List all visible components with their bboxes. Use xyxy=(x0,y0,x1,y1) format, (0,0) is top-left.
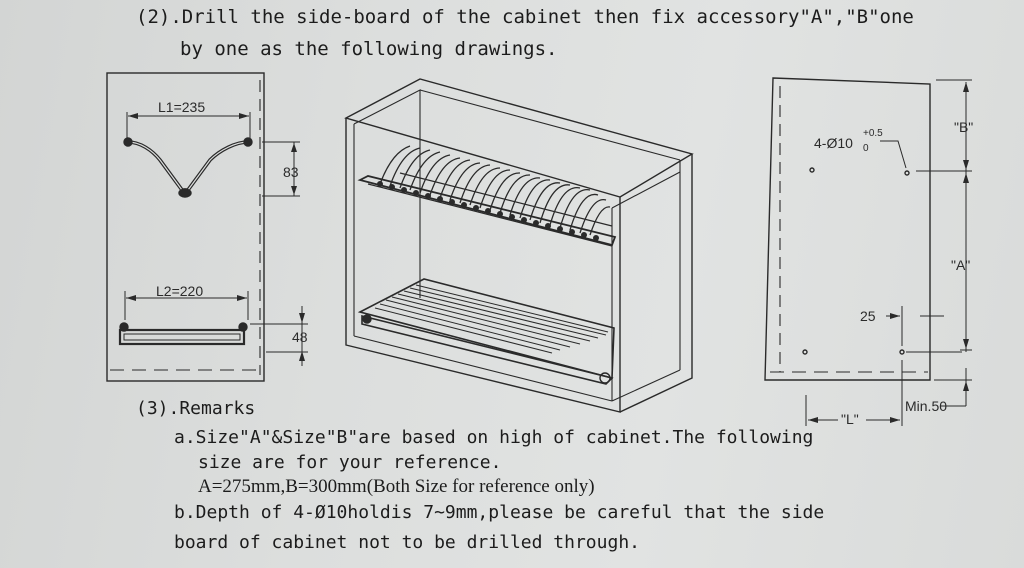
step2-instruction-line1: (2).Drill the side-board of the cabinet … xyxy=(136,6,914,28)
hole-tolerance-lower: 0 xyxy=(863,143,869,154)
accessory-a-bracket xyxy=(123,137,253,198)
remark-b-line2: board of cabinet not to be drilled throu… xyxy=(174,532,640,553)
remark-a-line3: A=275mm,B=300mm(Both Size for reference … xyxy=(198,476,595,497)
cabinet-front-edge xyxy=(345,118,621,413)
drilling-board-outline xyxy=(764,77,931,381)
drill-hole-upper-left xyxy=(809,167,815,173)
upper-dish-rack xyxy=(357,145,617,247)
l2-dimension-label: L2=220 xyxy=(156,283,203,299)
cabinet-isometric-drawing xyxy=(344,78,694,413)
drill-hole-lower-right xyxy=(899,349,905,355)
dimension-48-label: 48 xyxy=(292,329,308,345)
dimension-25-label: 25 xyxy=(860,308,876,324)
drilling-layout-drawing xyxy=(764,77,972,426)
drill-hole-lower-left xyxy=(802,349,808,355)
size-b-label: "B" xyxy=(954,119,973,135)
hole-tolerance-upper: +0.5 xyxy=(863,128,883,139)
hole-spec-label: 4-Ø10 xyxy=(814,135,853,151)
remarks-heading: (3).Remarks xyxy=(136,398,256,419)
min-50-label: Min.50 xyxy=(905,398,947,414)
remark-a-line1: a.Size"A"&Size"B"are based on high of ca… xyxy=(174,427,814,448)
side-board-outline xyxy=(106,72,265,382)
side-board-drawing xyxy=(106,72,308,382)
remark-a-line2: size are for your reference. xyxy=(198,452,502,473)
accessory-b-tray xyxy=(118,322,248,346)
hole-spec-text: 4-Ø10 xyxy=(814,135,853,151)
size-a-label: "A" xyxy=(951,257,970,273)
l1-dimension-label: L1=235 xyxy=(158,99,205,115)
length-l-label: "L" xyxy=(841,411,859,427)
dimension-83-label: 83 xyxy=(283,164,299,180)
drill-hole-upper-right xyxy=(904,170,910,176)
step2-instruction-line2: by one as the following drawings. xyxy=(180,38,558,60)
remark-b-line1: b.Depth of 4-Ø10holdis 7~9mm,please be c… xyxy=(174,502,825,523)
lower-drip-tray xyxy=(357,278,615,385)
